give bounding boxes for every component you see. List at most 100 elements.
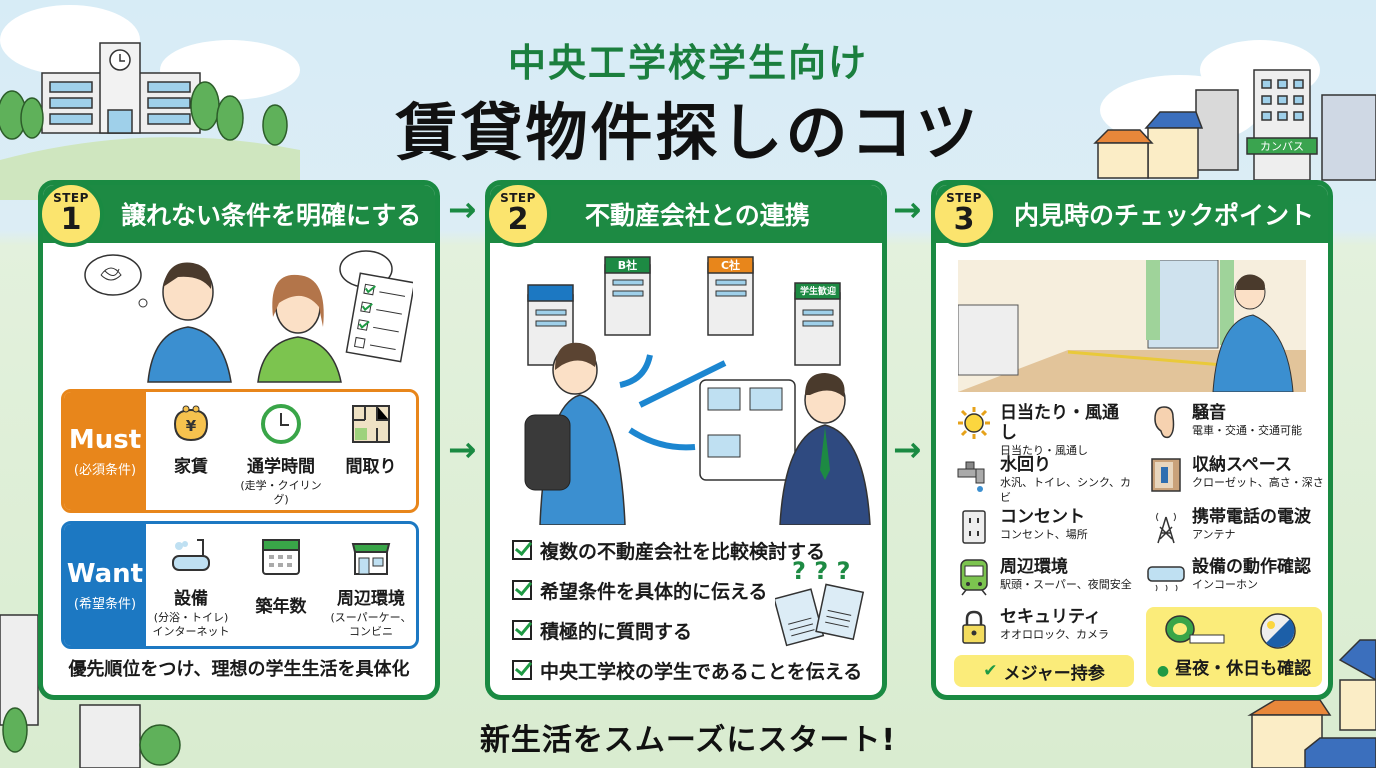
checkbox-checked-icon — [512, 540, 532, 560]
step-1-summary: 優先順位をつけ、理想の学生生活を具体化 — [68, 659, 410, 680]
want-sublabel: (希望条件) — [73, 596, 137, 612]
page-subtitle: 中央工学校学生向け — [507, 41, 868, 85]
room-viewing-illustration — [958, 260, 1306, 392]
calendar-icon — [259, 534, 303, 578]
checkpoint-title: 日当たり・風通し — [1000, 403, 1119, 443]
thinking-students-illustration — [84, 250, 413, 383]
step-number: 1 — [60, 202, 82, 237]
checklist-text: 複数の不動産会社を比較検討する — [540, 540, 826, 563]
page-title: 賃貸物件探しのコツ — [395, 96, 981, 169]
checklist-item: 希望条件を具体的に伝える — [512, 570, 862, 610]
checkpoint-sunlight: 日当たり・風通し日当たり・風通し — [954, 403, 1134, 458]
item-note: (スーパーケー、 コンビニ — [330, 611, 412, 638]
must-item-layout: 間取り — [326, 402, 416, 479]
item-label: 周辺環境 — [337, 589, 405, 609]
item-note: (分浴・トイレ) インターネット — [152, 611, 230, 638]
real-estate-illustration — [524, 256, 871, 525]
step-2-card: 不動産会社との連携 A社 B社 C社 学生歓迎 複数の不動産会社を比較検討する … — [485, 180, 887, 700]
step-3-title: 内見時のチェックポイント — [936, 185, 1328, 243]
dot-icon: ● — [1156, 663, 1170, 679]
must-conditions: Must (必須条件) ¥ 家賃 通学時間 (走学・クイリング) 間取り — [61, 389, 419, 513]
checkpoint-desc: 電車・交通・交通可能 — [1192, 424, 1302, 437]
must-sublabel: (必須条件) — [73, 462, 137, 478]
checkpoint-desc: コンセント、場所 — [1000, 528, 1088, 541]
checkpoint-title: 周辺環境 — [1000, 557, 1068, 577]
storefront-icon — [349, 534, 393, 578]
sun-icon — [954, 403, 994, 443]
checklist-text: 積極的に質問する — [540, 620, 693, 643]
closet-icon — [1146, 455, 1186, 495]
company-a-sign: A社 — [530, 259, 551, 272]
trees-left — [0, 81, 288, 146]
arrow-right-icon: → — [893, 430, 922, 470]
step-label: STEP — [500, 191, 536, 205]
must-label-block: Must (必須条件) — [64, 392, 146, 510]
want-label-block: Want (希望条件) — [64, 524, 146, 646]
padlock-icon — [954, 607, 994, 647]
day-night-icon — [1260, 613, 1296, 649]
step-1-badge: STEP 1 — [38, 181, 104, 247]
trees-bottom — [2, 707, 181, 766]
checkpoint-signal: 携帯電話の電波アンテナ — [1146, 507, 1326, 547]
item-label: 築年数 — [255, 597, 307, 617]
bottom-right-houses — [1247, 639, 1376, 768]
checklist-item: 積極的に質問する — [512, 610, 862, 650]
checklist-item: 中央工学校の学生であることを伝える — [512, 650, 862, 690]
bathtub-icon — [169, 534, 213, 578]
must-label: Must — [68, 424, 142, 455]
shop-sign: カンバス — [1260, 140, 1304, 153]
air-conditioner-icon — [1146, 557, 1186, 597]
footer-slogan: 新生活をスムーズにスタート! — [479, 723, 897, 758]
step-label: STEP — [53, 191, 89, 205]
checkpoint-title: 携帯電話の電波 — [1192, 507, 1311, 527]
question-marks-icon: ? ? ? — [792, 557, 851, 585]
checkpoint-plumbing: 水回り水汎、トイレ、シンク、カビ — [954, 455, 1134, 505]
outlet-icon — [954, 507, 994, 547]
tag-check-day-night: ● 昼夜・休日も確認 — [1146, 607, 1322, 687]
item-label: 設備 — [174, 589, 208, 609]
step-3-card: 内見時のチェックポイント 日当たり・風通し日当たり・風通し 騒音電車・交通・交通… — [931, 180, 1333, 700]
want-label: Want — [66, 558, 144, 589]
checklist-text: 希望条件を具体的に伝える — [540, 580, 768, 603]
student-welcome-sign: 学生歓迎 — [799, 287, 836, 297]
item-label: 間取り — [345, 457, 397, 477]
checkpoint-noise: 騒音電車・交通・交通可能 — [1146, 403, 1326, 443]
tape-measure-icon — [1165, 615, 1225, 644]
want-item-facilities: 設備 (分浴・トイレ) インターネット — [146, 534, 236, 639]
checkmark-icon: ✔ — [983, 661, 998, 681]
checkpoint-title: 設備の動作確認 — [1192, 557, 1311, 577]
must-item-commute: 通学時間 (走学・クイリング) — [236, 402, 326, 507]
checkpoint-surroundings: 周辺環境駅頭・スーパー、夜間安全 — [954, 557, 1134, 597]
checkpoint-title: 収納スペース — [1192, 455, 1292, 475]
checkpoint-desc: インコーホン — [1192, 578, 1258, 591]
step-1-card: 譲れない条件を明確にする Must (必須条件) ¥ 家賃 — [38, 180, 440, 700]
clock-icon — [259, 402, 303, 446]
checkpoint-outlets: コンセントコンセント、場所 — [954, 507, 1134, 547]
step-2-checklist: 複数の不動産会社を比較検討する 希望条件を具体的に伝える 積極的に質問する 中央… — [512, 530, 862, 690]
school-building — [41, 42, 201, 134]
checkpoint-title: 水回り — [1000, 455, 1051, 475]
checkpoint-title: セキュリティ — [1000, 607, 1101, 627]
checkpoint-desc: 駅頭・スーパー、夜間安全 — [1000, 578, 1132, 591]
antenna-icon — [1146, 507, 1186, 547]
floor-plan-icon — [349, 402, 393, 446]
arrow-right-icon: → — [448, 190, 477, 230]
checkpoint-desc: アンテナ — [1192, 528, 1236, 541]
want-conditions: Want (希望条件) 設備 (分浴・トイレ) インターネット 築年数 周辺環境… — [61, 521, 419, 649]
checkpoint-desc: クローゼット、高さ・深さ — [1192, 476, 1324, 489]
checkpoint-desc: 日当たり・風通し — [1000, 444, 1088, 457]
want-item-building-age: 築年数 — [236, 534, 326, 619]
coin-purse-yen-icon: ¥ — [169, 402, 213, 446]
bottom-left-building — [0, 614, 141, 768]
checkpoint-storage: 収納スペースクローゼット、高さ・深さ — [1146, 455, 1326, 495]
ear-icon — [1146, 403, 1186, 443]
must-item-rent: ¥ 家賃 — [146, 402, 236, 479]
checkbox-checked-icon — [512, 580, 532, 600]
step-1-title: 譲れない条件を明確にする — [43, 185, 435, 243]
documents-icon — [775, 583, 865, 647]
checkpoint-equipment: 設備の動作確認インコーホン — [1146, 557, 1326, 597]
town-right — [1093, 69, 1376, 181]
checkbox-checked-icon — [512, 620, 532, 640]
checkpoint-security: セキュリティオオロロック、カメラ — [954, 607, 1134, 647]
